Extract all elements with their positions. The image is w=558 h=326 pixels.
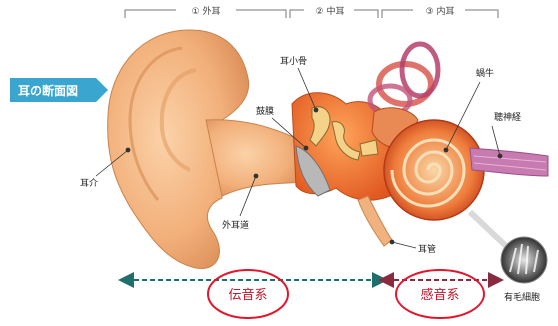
label-auditory-nerve: 聴神経 — [494, 111, 521, 123]
label-eustachian-tube: 耳管 — [418, 243, 436, 255]
section-brackets: ① 外耳 ② 中耳 ③ 内耳 — [125, 4, 498, 18]
section-inner-ear: ③ 内耳 — [426, 5, 455, 17]
label-ossicles: 耳小骨 — [280, 56, 307, 67]
label-ear-canal: 外耳道 — [222, 219, 249, 231]
auricle-illustration — [108, 30, 306, 268]
title-tab: 耳の断面図 — [10, 78, 108, 102]
section-middle-ear: ② 中耳 — [316, 5, 345, 17]
label-sensorineural-system: 感音系 — [420, 287, 459, 303]
label-auricle: 耳介 — [80, 178, 98, 189]
system-labels: 伝音系 感音系 — [208, 270, 484, 318]
section-outer-ear: ① 外耳 — [192, 5, 221, 17]
label-conductive-system: 伝音系 — [228, 287, 267, 303]
inner-ear-illustration — [370, 44, 548, 220]
label-hair-cells: 有毛細胞 — [504, 291, 540, 303]
diagram-title: 耳の断面図 — [18, 83, 78, 98]
hair-cell-inset — [470, 212, 547, 283]
label-eardrum: 鼓膜 — [256, 105, 274, 117]
label-cochlea: 蝸牛 — [476, 67, 494, 79]
